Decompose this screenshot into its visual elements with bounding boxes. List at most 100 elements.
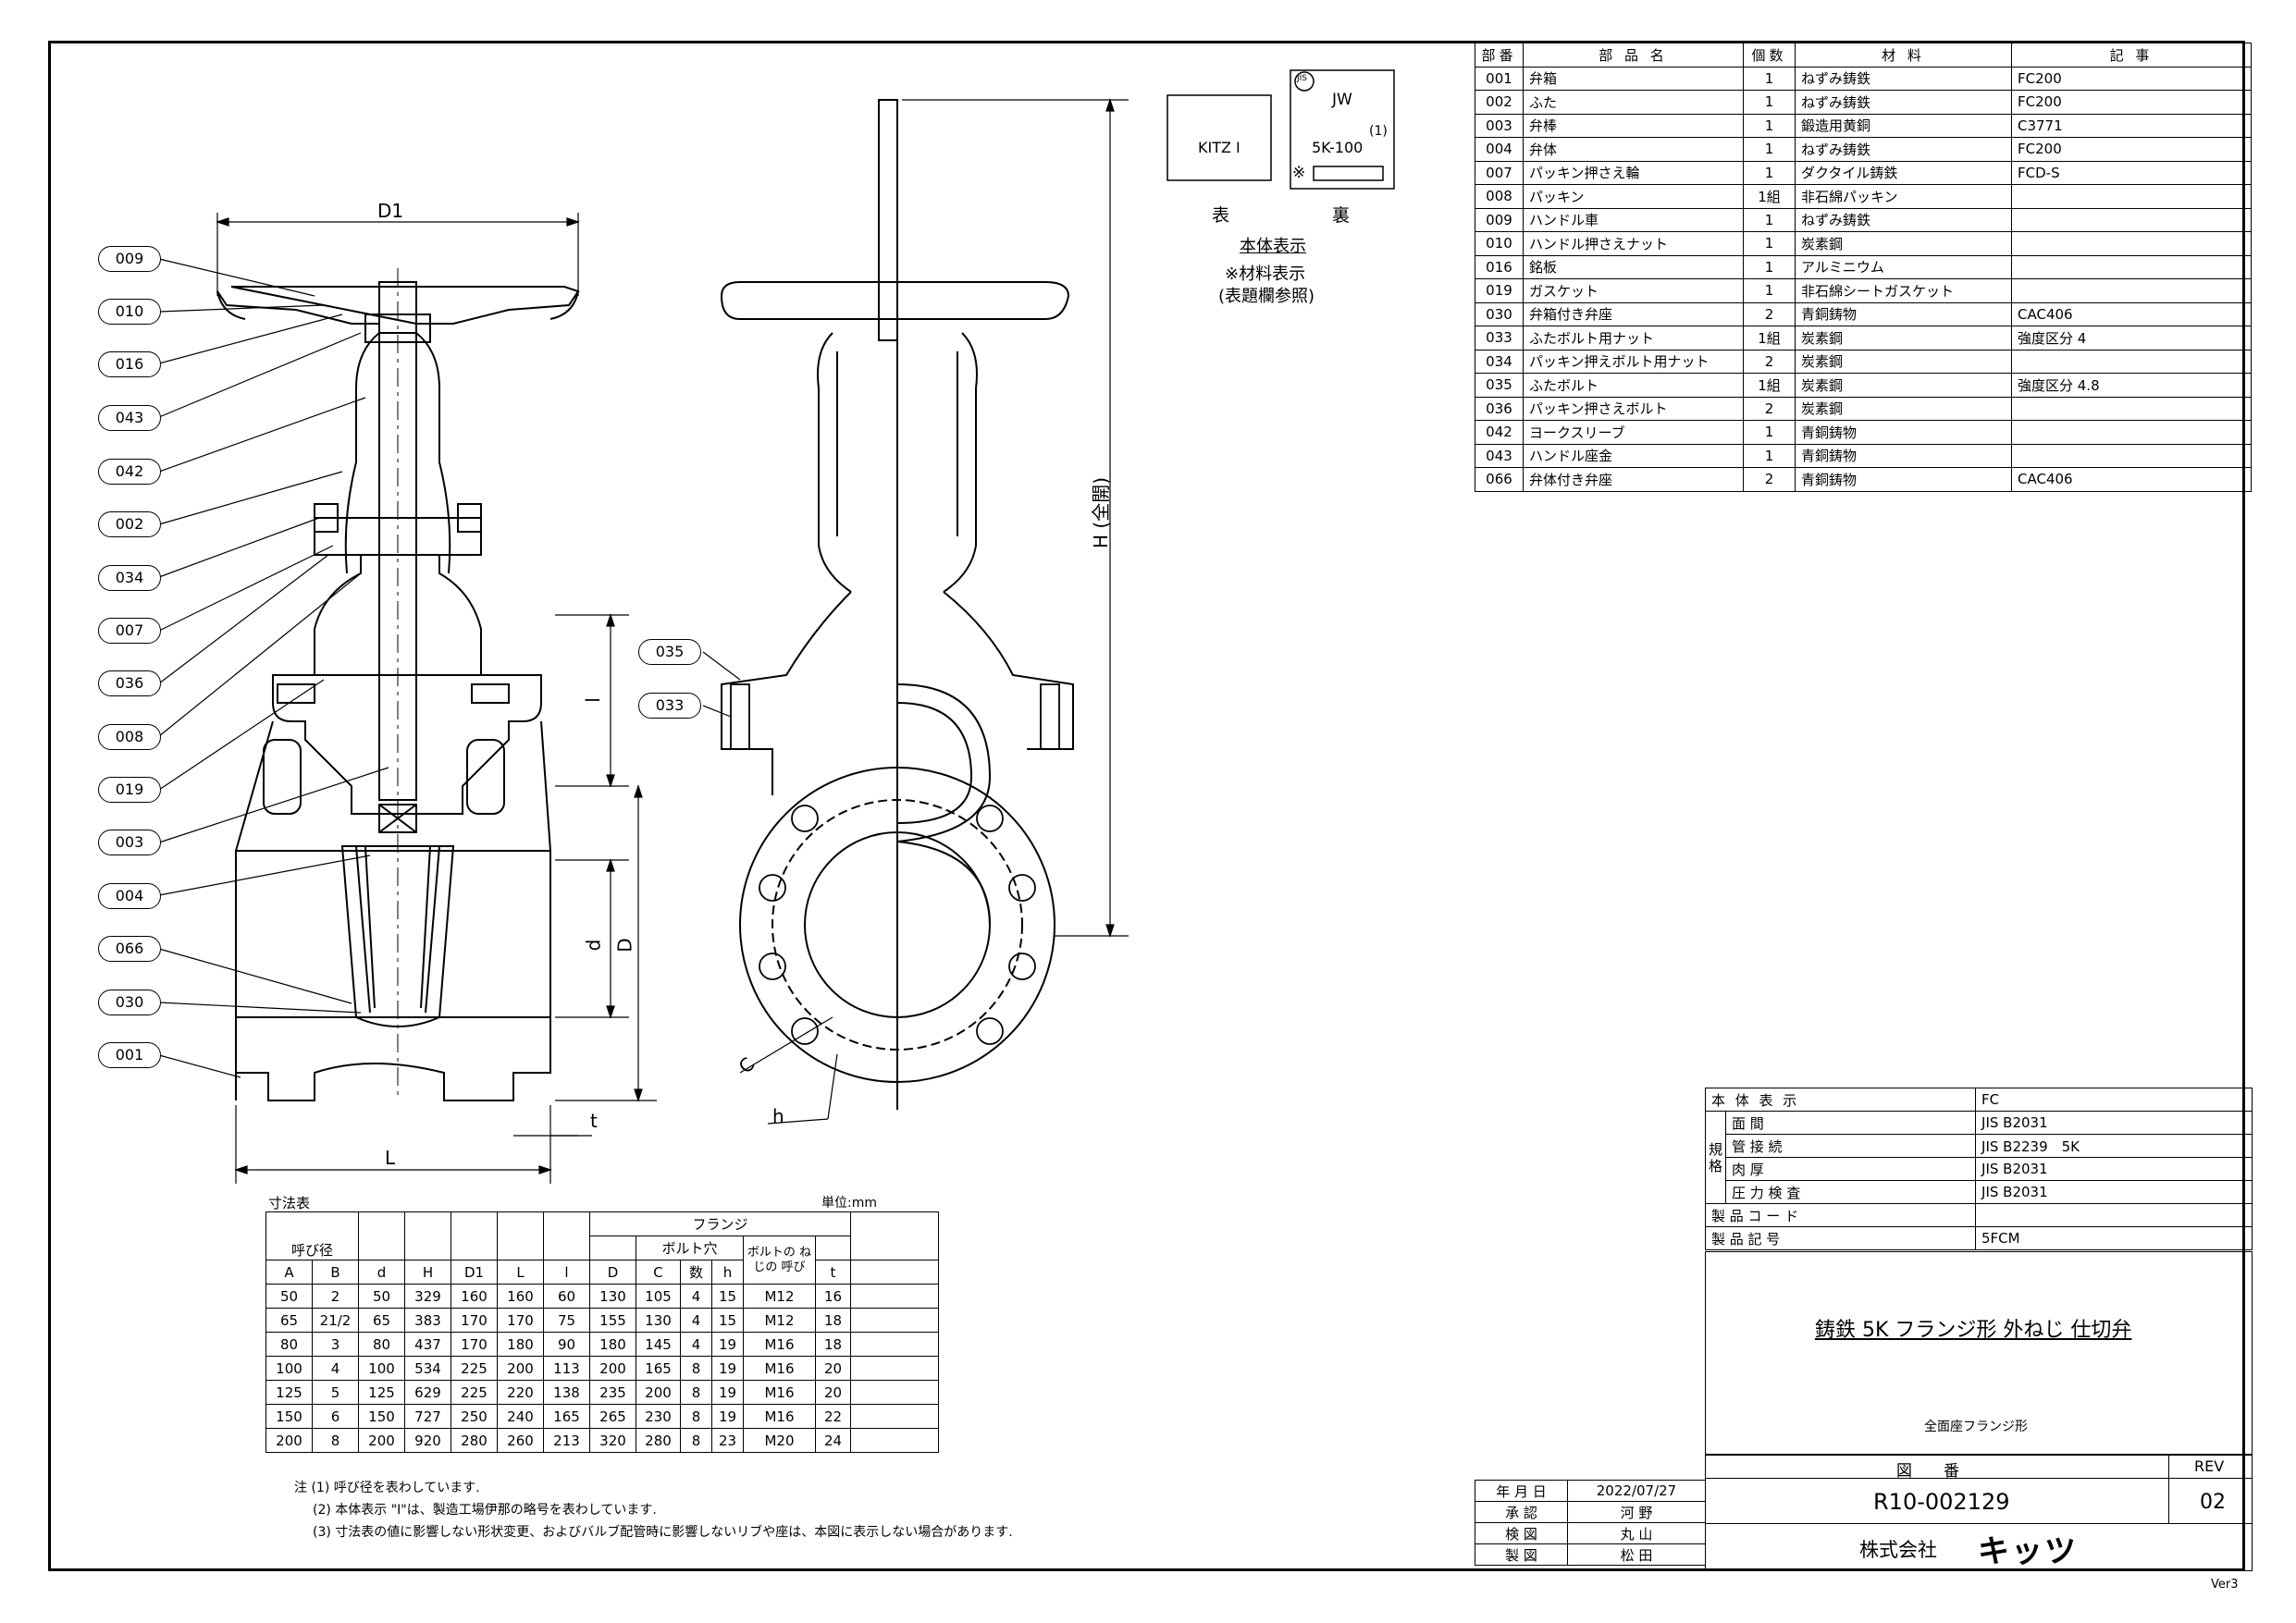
- balloon-002: 002: [98, 511, 161, 537]
- parts-cell: 銘板: [1523, 254, 1744, 279]
- parts-cell: CAC406: [2011, 301, 2252, 326]
- dims-empty-cell: [850, 1284, 939, 1309]
- dims-cell: 18: [815, 1332, 851, 1357]
- dims-empty-cell: [850, 1380, 939, 1405]
- spec-face-label: 面 間: [1725, 1111, 1977, 1135]
- drawing-title: 鋳鉄 5K フランジ形 外ねじ 仕切弁: [1815, 1319, 2132, 1342]
- dims-cell: 65: [358, 1308, 405, 1333]
- dim-label-big-d: D: [613, 938, 636, 953]
- parts-cell: ハンドル車: [1523, 207, 1744, 232]
- dims-cell: 8: [680, 1404, 712, 1429]
- parts-cell: FCD-S: [2011, 160, 2252, 185]
- parts-cell: 034: [1475, 349, 1524, 374]
- dims-cell: 19: [711, 1356, 744, 1381]
- dims-column-header: l: [543, 1260, 590, 1285]
- dims-cell: M12: [743, 1284, 816, 1309]
- dim-label-d: d: [582, 939, 605, 952]
- dims-cell: 8: [312, 1428, 359, 1453]
- parts-cell: ハンドル座金: [1523, 443, 1744, 468]
- parts-cell: 青銅鋳物: [1795, 420, 2012, 445]
- dims-cell: 6: [312, 1404, 359, 1429]
- dim-label-h: H (全開): [1090, 476, 1113, 549]
- dims-cell: 225: [451, 1356, 498, 1381]
- marking-title: 本体表示: [1240, 237, 1306, 256]
- balloon-004: 004: [98, 883, 161, 909]
- dims-cell: 180: [589, 1332, 636, 1357]
- dims-cell: 155: [589, 1308, 636, 1333]
- spec-symbol-label: 製 品 記 号: [1704, 1226, 1977, 1250]
- parts-cell: パッキン押えボルト用ナット: [1523, 349, 1744, 374]
- dims-cell: 20: [815, 1356, 851, 1381]
- parts-cell: [2011, 396, 2252, 421]
- parts-cell: 弁箱付き弁座: [1523, 301, 1744, 326]
- dims-empty-cell: [850, 1404, 939, 1429]
- parts-cell: 2: [1743, 396, 1796, 421]
- balloon-030: 030: [98, 990, 161, 1015]
- parts-cell: 1組: [1743, 326, 1796, 350]
- dims-cell: 8: [680, 1428, 712, 1453]
- dims-cell: 235: [589, 1380, 636, 1405]
- parts-cell: 1: [1743, 443, 1796, 468]
- dims-cell: 165: [636, 1356, 681, 1381]
- rev-value: 02: [2200, 1491, 2226, 1514]
- dims-cell: 5: [312, 1380, 359, 1405]
- parts-cell: 弁棒: [1523, 113, 1744, 138]
- dim-label-h-hole: h: [772, 1105, 784, 1127]
- parts-cell: 弁箱: [1523, 66, 1744, 91]
- dims-cell: 150: [358, 1404, 405, 1429]
- parts-cell: 030: [1475, 301, 1524, 326]
- dims-column-header: B: [312, 1260, 359, 1285]
- dims-cell: 18: [815, 1308, 851, 1333]
- parts-cell: 1: [1743, 254, 1796, 279]
- parts-cell: [2011, 443, 2252, 468]
- dims-cell: 16: [815, 1284, 851, 1309]
- dims-cell: 727: [404, 1404, 451, 1429]
- dims-cell: 23: [711, 1428, 744, 1453]
- parts-cell: 非石綿シートガスケット: [1795, 278, 2012, 303]
- drawn-value: 松 田: [1567, 1543, 1706, 1566]
- parts-cell: 1: [1743, 137, 1796, 162]
- parts-cell: 強度区分 4.8: [2011, 373, 2252, 398]
- parts-cell: 033: [1475, 326, 1524, 350]
- marking-front-text: KITZ I: [1198, 139, 1241, 156]
- parts-cell: 非石綿パッキン: [1795, 184, 2012, 209]
- dims-empty-cell: [850, 1332, 939, 1357]
- dims-cell: 4: [680, 1308, 712, 1333]
- dims-cell: 170: [497, 1308, 544, 1333]
- parts-cell: 2: [1743, 301, 1796, 326]
- dims-cell: 200: [265, 1428, 313, 1453]
- dims-cell: 280: [636, 1428, 681, 1453]
- dims-cell: 200: [497, 1356, 544, 1381]
- parts-cell: FC200: [2011, 66, 2252, 91]
- dims-cell: 19: [711, 1332, 744, 1357]
- dims-cell: 200: [358, 1428, 405, 1453]
- spec-pressure-value: JIS B2031: [1975, 1180, 2253, 1204]
- dims-cell: 260: [497, 1428, 544, 1453]
- parts-cell: ねずみ鋳鉄: [1795, 90, 2012, 115]
- dims-cell: 629: [404, 1380, 451, 1405]
- parts-cell: 066: [1475, 467, 1524, 492]
- spec-wall-label: 肉 厚: [1725, 1157, 1977, 1181]
- dims-column-header: h: [711, 1260, 744, 1285]
- company-name: 株式会社: [1859, 1539, 1937, 1561]
- dims-cell: 160: [497, 1284, 544, 1309]
- parts-cell: パッキン: [1523, 184, 1744, 209]
- dims-cell: 90: [543, 1332, 590, 1357]
- dims-cell: 65: [265, 1308, 313, 1333]
- dims-cell: 105: [636, 1284, 681, 1309]
- parts-cell: [2011, 420, 2252, 445]
- parts-cell: パッキン押さえ輪: [1523, 160, 1744, 185]
- parts-cell: [2011, 231, 2252, 256]
- parts-cell: 016: [1475, 254, 1524, 279]
- balloon-042: 042: [98, 459, 161, 485]
- dims-cell: 4: [680, 1284, 712, 1309]
- parts-cell: 炭素鋼: [1795, 326, 2012, 350]
- dims-cell: 125: [358, 1380, 405, 1405]
- parts-cell: 炭素鋼: [1795, 373, 2012, 398]
